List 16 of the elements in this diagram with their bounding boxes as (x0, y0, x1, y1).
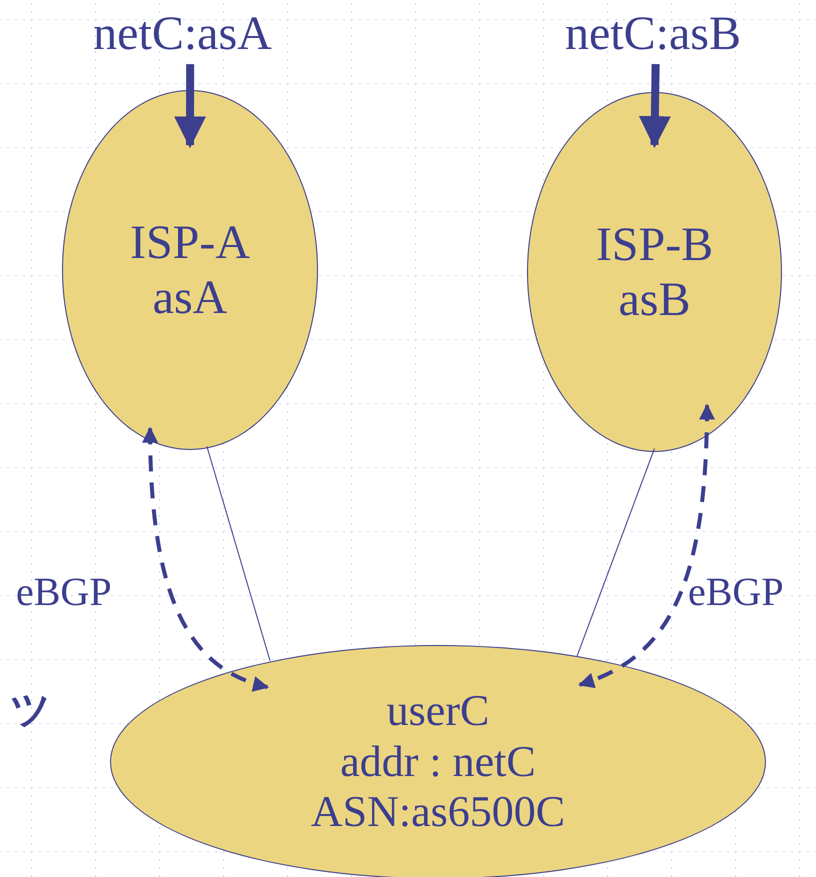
node-text: asB (618, 272, 690, 328)
node-text: asA (152, 270, 228, 326)
node-text: netC:asA (93, 6, 272, 62)
connector-line (206, 446, 271, 662)
edge-label: eBGP (688, 572, 784, 612)
text-label: ツ (10, 690, 51, 730)
dashed-arrow (578, 404, 715, 688)
node-text: netC:asB (565, 6, 741, 62)
dashed-arrow (142, 426, 269, 691)
node-text: userC (386, 686, 490, 737)
node-text: ISP-A (130, 214, 250, 270)
node-text: ISP-B (596, 216, 714, 272)
connector-line (576, 448, 655, 656)
node-text: ASN:as6500C (310, 787, 566, 838)
node-text: addr : netC (340, 736, 536, 788)
edge-label: eBGP (16, 572, 112, 612)
